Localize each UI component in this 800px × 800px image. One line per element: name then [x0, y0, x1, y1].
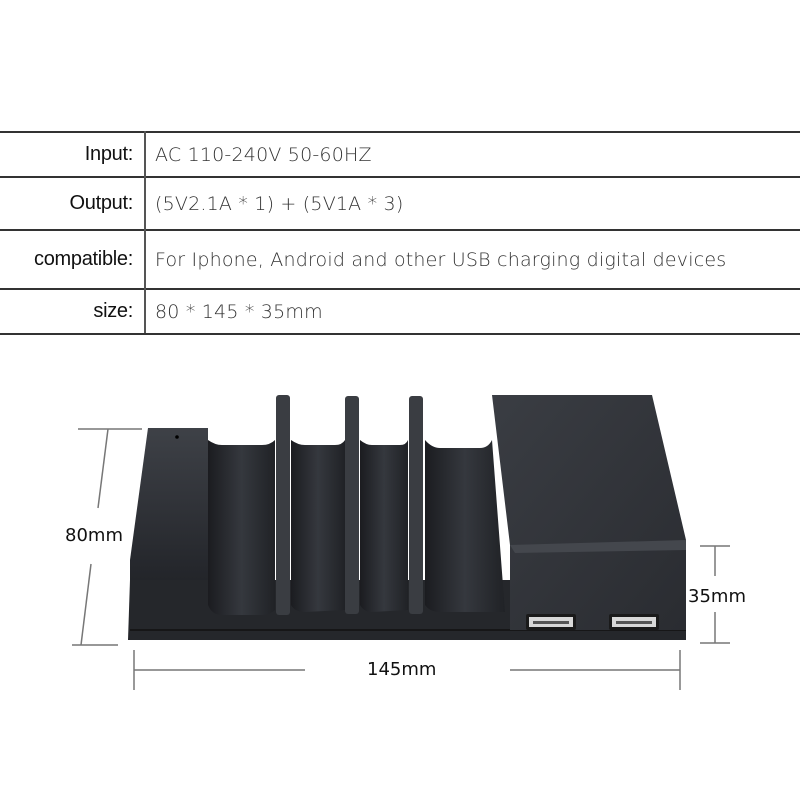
table-column-divider	[144, 131, 146, 333]
usb-port	[526, 614, 576, 630]
spec-label: size:	[93, 300, 133, 322]
dock-left-block	[130, 428, 208, 580]
spec-value: For Iphone, Android and other USB chargi…	[155, 248, 727, 271]
dock-power-box	[492, 395, 686, 630]
product-image	[72, 395, 730, 690]
dimension-height-label: 80mm	[65, 525, 123, 546]
spec-value: (5V2.1A * 1) + (5V1A * 3)	[155, 192, 404, 215]
led-indicator	[175, 435, 179, 439]
spec-row-compatible: compatible: For Iphone, Android and othe…	[0, 231, 800, 288]
dimension-width-label: 145mm	[367, 659, 437, 680]
table-divider	[0, 288, 800, 290]
spec-label: Input:	[84, 143, 134, 165]
spec-row-input: Input: AC 110-240V 50-60HZ	[0, 133, 800, 176]
spec-label: compatible:	[34, 248, 133, 270]
slot-divider	[276, 395, 290, 615]
slot-divider	[409, 396, 423, 614]
spec-row-size: size: 80 * 145 * 35mm	[0, 290, 800, 333]
spec-label: Output:	[69, 192, 134, 214]
dimension-height	[72, 428, 142, 646]
dimension-depth	[700, 545, 730, 644]
table-divider	[0, 176, 800, 178]
dimension-width	[133, 650, 681, 690]
dimension-depth-label: 35mm	[688, 586, 746, 607]
table-border-top	[0, 131, 800, 133]
table-divider	[0, 229, 800, 231]
spec-value: AC 110-240V 50-60HZ	[155, 143, 372, 166]
table-border-bottom	[0, 333, 800, 335]
spec-row-output: Output: (5V2.1A * 1) + (5V1A * 3)	[0, 178, 800, 229]
slot-divider	[345, 396, 359, 614]
usb-port	[609, 614, 659, 630]
spec-value: 80 * 145 * 35mm	[155, 300, 323, 323]
